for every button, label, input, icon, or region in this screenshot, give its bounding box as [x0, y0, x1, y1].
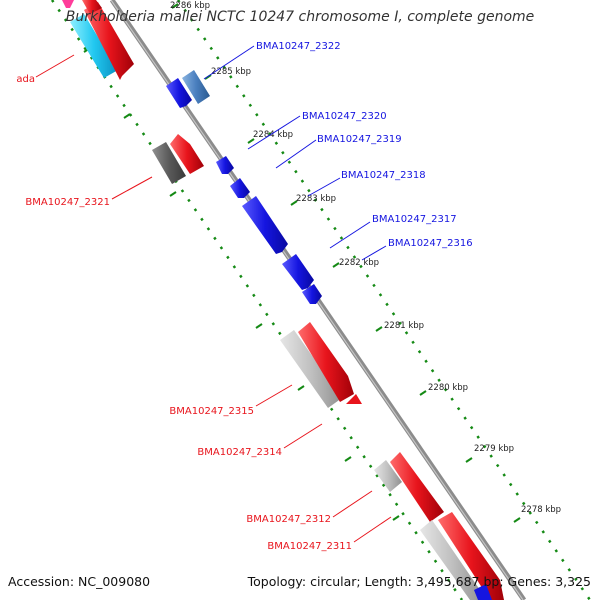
tick-mark [297, 385, 305, 391]
gene-labels: BMA10247_2322 BMA10247_2320 BMA10247_231… [16, 41, 472, 552]
gene-feature-pink[interactable] [62, 0, 74, 8]
gene-feature-steel[interactable] [182, 70, 210, 104]
tick-label: 2285 kbp [211, 67, 251, 77]
leader-line [353, 516, 392, 543]
tick-mark [419, 390, 427, 396]
leader-line [332, 490, 373, 518]
gene-label[interactable]: BMA10247_2321 [25, 197, 110, 208]
tick-mark [465, 457, 473, 463]
gene-feature-red-small[interactable] [346, 394, 362, 404]
tick-label: 2282 kbp [339, 258, 379, 268]
tick-mark [123, 113, 131, 119]
gene-feature-cyan[interactable] [70, 14, 118, 78]
inner-dotted-track [50, 0, 464, 600]
leader-line [111, 176, 153, 200]
accession-text: Accession: NC_009080 [8, 574, 151, 589]
gene-label[interactable]: BMA10247_2318 [341, 170, 426, 181]
gene-label[interactable]: BMA10247_2316 [388, 238, 473, 249]
gene-feature-red-2311[interactable] [438, 512, 504, 600]
tick-mark [392, 515, 400, 521]
gene-feature-red-2321[interactable] [170, 134, 204, 174]
leader-line [307, 177, 341, 197]
gene-feature-blue-2317[interactable] [282, 254, 314, 290]
gene-feature-grey-2311[interactable] [420, 520, 484, 600]
tick-mark [375, 326, 383, 332]
tick-label: 2286 kbp [170, 1, 210, 11]
gene-feature-blue-2320[interactable] [216, 156, 234, 174]
leader-line [283, 423, 323, 449]
tick-mark [332, 262, 340, 268]
map-title: Burkholderia mallei NCTC 10247 chromosom… [65, 9, 535, 25]
tick-mark [255, 323, 263, 329]
leader-line [203, 45, 255, 80]
gene-label[interactable]: BMA10247_2322 [256, 41, 341, 52]
gene-feature-blue-2322[interactable] [166, 78, 192, 108]
tick-label: 2284 kbp [253, 130, 293, 140]
tick-mark [247, 138, 255, 144]
tick-mark [513, 517, 521, 523]
gene-feature-red[interactable] [84, 2, 134, 80]
gene-feature-grey-2312[interactable] [374, 460, 402, 492]
tick-mark [169, 191, 177, 197]
leader-lines [35, 45, 392, 543]
leader-line [275, 139, 317, 169]
gene-feature-blue-2316[interactable] [302, 284, 322, 304]
gene-label[interactable]: ada [16, 74, 35, 85]
gene-label[interactable]: BMA10247_2320 [302, 111, 387, 122]
gene-feature-dark-2321[interactable] [152, 142, 186, 184]
gene-feature-red-2314[interactable] [298, 322, 354, 402]
tick-mark [171, 3, 179, 9]
leader-line [329, 221, 371, 249]
gene-label[interactable]: BMA10247_2311 [267, 541, 352, 552]
leader-line [255, 384, 293, 407]
gene-feature-blue-2318[interactable] [242, 196, 288, 254]
gene-feature-blue-edge[interactable] [474, 584, 492, 600]
gene-label[interactable]: BMA10247_2315 [169, 406, 254, 417]
genome-summary-text: Topology: circular; Length: 3,495,687 bp… [247, 574, 591, 589]
tick-mark [344, 456, 352, 462]
gene-feature-grey-2315[interactable] [280, 330, 342, 408]
tick-label: 2278 kbp [521, 505, 561, 515]
gene-label[interactable]: BMA10247_2314 [197, 447, 282, 458]
leader-line [35, 54, 75, 78]
gene-features [62, 0, 504, 600]
leader-line [247, 115, 301, 150]
tick-label: 2283 kbp [296, 194, 336, 204]
tick-label: 2281 kbp [384, 321, 424, 331]
gene-label[interactable]: BMA10247_2312 [246, 514, 331, 525]
tick-mark [290, 200, 298, 206]
tick-mark [204, 74, 212, 80]
tick-label: 2279 kbp [474, 444, 514, 454]
gene-label[interactable]: BMA10247_2319 [317, 134, 402, 145]
leader-line [361, 245, 387, 261]
gene-label[interactable]: BMA10247_2317 [372, 214, 457, 225]
gene-feature-blue-2319[interactable] [230, 178, 250, 198]
scale-ticks: 2286 kbp 2285 kbp 2284 kbp 2283 kbp 2282… [83, 1, 561, 523]
gene-feature-red[interactable] [82, 0, 102, 14]
tick-label: 2280 kbp [428, 383, 468, 393]
gene-feature-red-2312[interactable] [390, 452, 444, 522]
